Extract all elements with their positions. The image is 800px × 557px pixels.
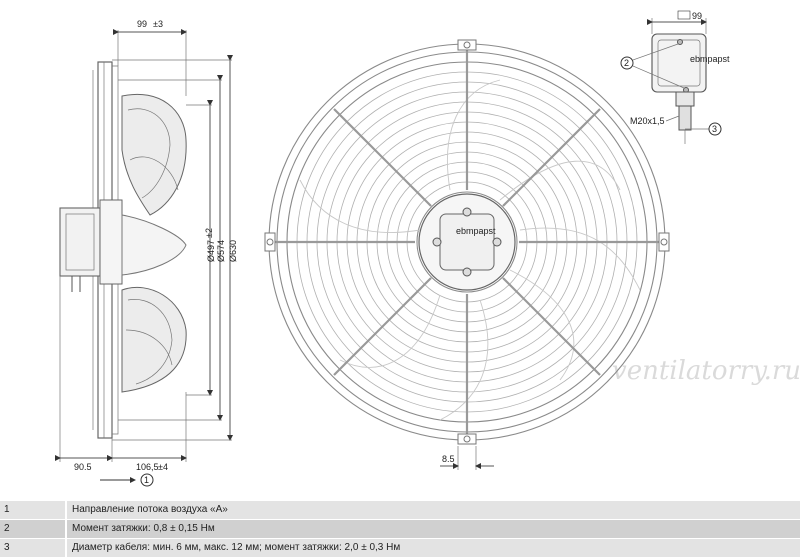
dim-inner-diameter-tol: ±2 bbox=[204, 228, 214, 238]
legend-number: 1 bbox=[0, 501, 67, 519]
dim-bottom-depth-tol: ±4 bbox=[158, 462, 168, 472]
legend-row: 3 Диаметр кабеля: мин. 6 мм, макс. 12 мм… bbox=[0, 538, 800, 557]
legend-text: Направление потока воздуха «А» bbox=[67, 501, 800, 519]
dim-hole-offset: 8.5 bbox=[442, 454, 455, 464]
legend-row: 1 Направление потока воздуха «А» bbox=[0, 500, 800, 519]
dim-box-width: 99 bbox=[692, 11, 702, 21]
side-view: 99 ±3 90.5 106,5 ±4 Ø497 ±2 Ø574 Ø630 1 bbox=[55, 19, 238, 487]
dim-top-depth: 99 bbox=[137, 19, 147, 29]
legend-text: Момент затяжки: 0,8 ± 0,15 Нм bbox=[67, 520, 800, 538]
technical-drawing: 99 ±3 90.5 106,5 ±4 Ø497 ±2 Ø574 Ø630 1 bbox=[55, 10, 730, 487]
dim-left-offset: 90.5 bbox=[74, 462, 92, 472]
callout-cable: 3 bbox=[712, 124, 717, 134]
terminal-box-view: ebmpapst 99 2 M20x1,5 3 bbox=[620, 10, 730, 144]
dim-mid-diameter: Ø574 bbox=[216, 240, 226, 262]
dim-thread: M20x1,5 bbox=[630, 116, 665, 126]
dim-bottom-depth: 106,5 bbox=[136, 462, 159, 472]
legend-number: 3 bbox=[0, 539, 67, 557]
legend-number: 2 bbox=[0, 520, 67, 538]
dim-top-depth-tol: ±3 bbox=[153, 19, 163, 29]
front-view: ebmpapst 8.5 bbox=[264, 39, 670, 470]
watermark: ventilatorry.ru bbox=[612, 356, 800, 386]
dim-inner-diameter: Ø497 bbox=[206, 240, 216, 262]
legend-row: 2 Момент затяжки: 0,8 ± 0,15 Нм bbox=[0, 519, 800, 538]
legend-table: 1 Направление потока воздуха «А» 2 Момен… bbox=[0, 500, 800, 557]
callout-torque: 2 bbox=[624, 58, 629, 68]
dim-outer-diameter: Ø630 bbox=[228, 240, 238, 262]
callout-airflow: 1 bbox=[144, 475, 149, 485]
box-brand-text: ebmpapst bbox=[690, 54, 730, 64]
legend-text: Диаметр кабеля: мин. 6 мм, макс. 12 мм; … bbox=[67, 539, 800, 557]
hub-brand-text: ebmpapst bbox=[456, 226, 496, 236]
